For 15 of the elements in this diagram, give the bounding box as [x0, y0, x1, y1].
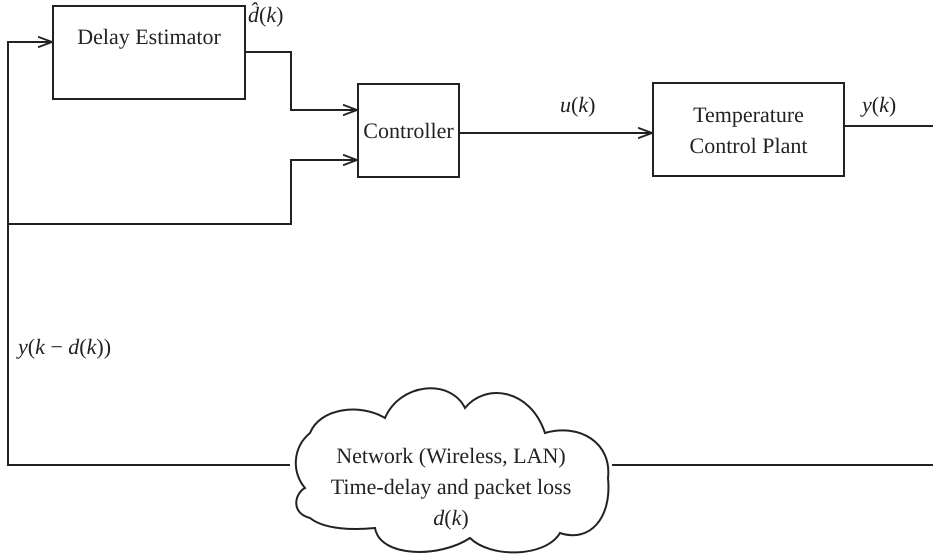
node-text: Time-delay and packet loss [330, 473, 572, 501]
arrow [7, 154, 358, 466]
process-block [52, 5, 246, 100]
signal-line [845, 125, 933, 127]
node-text: Delay Estimator [77, 23, 221, 51]
edge-label: d̂(k) [248, 2, 284, 28]
signal-line [612, 464, 933, 466]
process-block [652, 82, 845, 177]
process-block [357, 83, 460, 178]
node-text: Temperature Control Plant [688, 100, 808, 160]
arrow [246, 51, 358, 116]
node-text: Controller [363, 117, 454, 145]
node-text: Network (Wireless, LAN) [336, 442, 566, 470]
arrow [460, 126, 653, 140]
node-text: d(k) [433, 504, 469, 532]
